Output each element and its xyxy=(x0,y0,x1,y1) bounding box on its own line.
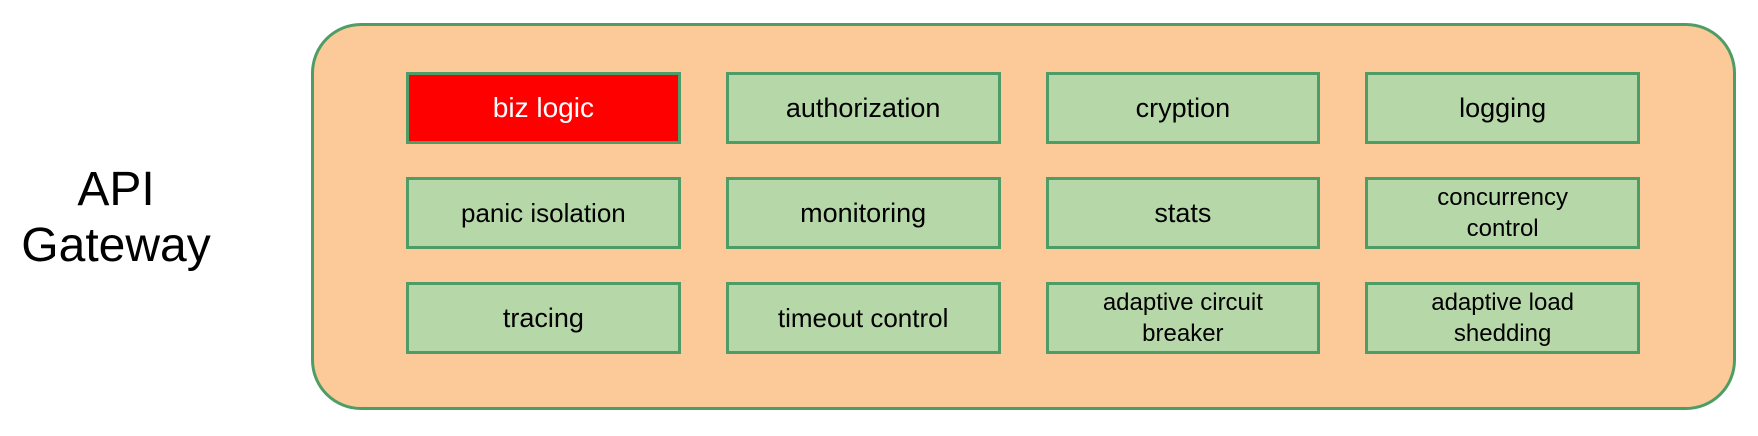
module-box-timeout-control: timeout control xyxy=(725,282,1001,354)
module-box-cryption: cryption xyxy=(1045,72,1321,144)
module-box-logging: logging xyxy=(1365,72,1640,144)
api-gateway-label: API Gateway xyxy=(21,163,211,272)
module-box-panic-isolation: panic isolation xyxy=(406,177,681,249)
module-box-adaptive-load-shedding: adaptive load shedding xyxy=(1365,282,1640,354)
module-box-biz-logic: biz logic xyxy=(406,72,681,144)
module-box-stats: stats xyxy=(1045,177,1321,249)
module-box-concurrency-control: concurrency control xyxy=(1365,177,1640,249)
module-box-monitoring: monitoring xyxy=(725,177,1001,249)
module-grid: biz logic authorization cryption logging pan… xyxy=(406,72,1640,354)
module-box-tracing: tracing xyxy=(406,282,681,354)
module-box-authorization: authorization xyxy=(725,72,1001,144)
module-box-adaptive-circuit-breaker: adaptive circuit breaker xyxy=(1045,282,1321,354)
gateway-container: biz logic authorization cryption logging pan… xyxy=(311,23,1736,410)
